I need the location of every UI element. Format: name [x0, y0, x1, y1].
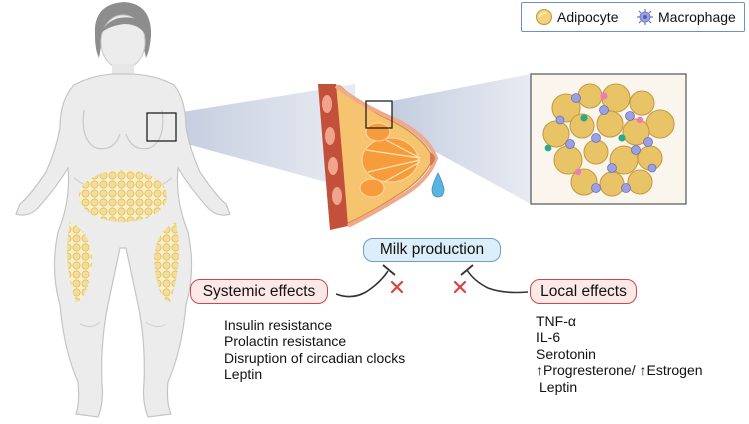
systemic-item: Insulin resistance: [224, 317, 333, 333]
systemic-inhibition-line: [335, 270, 389, 298]
local-item: Leptin: [539, 378, 578, 395]
systemic-effects-list: Insulin resistance Prolactin resistance …: [224, 317, 405, 383]
breast-zoom-box: [365, 100, 393, 129]
local-inhibition-x-icon: [453, 280, 467, 294]
systemic-effects-label: Systemic effects: [190, 279, 328, 304]
human-figure: [15, 2, 231, 418]
systemic-inhibition-x-icon: [390, 280, 404, 294]
macrophage-icon: [637, 9, 653, 25]
systemic-item: Disruption of circadian clocks: [224, 349, 406, 366]
milk-production-label: Milk production: [363, 238, 501, 262]
local-effects-list: TNF-α IL-6 Serotonin ↑Progresterone/ ↑Es…: [536, 313, 703, 395]
local-item: Serotonin: [536, 345, 596, 362]
local-inhibition-line: [466, 269, 529, 294]
legend-adipocyte-label: Adipocyte: [557, 9, 619, 25]
visceral-fat: [79, 170, 167, 222]
left-thigh-fat: [67, 222, 92, 302]
local-item: IL-6: [536, 329, 561, 346]
systemic-item: Leptin: [224, 366, 263, 383]
zoom-beam-breast-to-tissue: [392, 74, 531, 204]
zoom-beam-body-to-breast: [176, 84, 355, 190]
legend: Adipocyte Macrophage: [521, 2, 745, 32]
local-effects-label: Local effects: [530, 279, 637, 304]
right-thigh-fat: [154, 222, 179, 302]
adipose-tissue-panel: [530, 73, 687, 205]
legend-macrophage-label: Macrophage: [658, 9, 736, 25]
milk-droplet-icon: [431, 172, 445, 198]
body-zoom-box: [146, 112, 177, 142]
breast-cross-section: [318, 84, 439, 230]
local-item: TNF-α: [536, 313, 576, 329]
systemic-item: Prolactin resistance: [224, 333, 347, 350]
adipocyte-icon: [535, 8, 553, 26]
local-item: ↑Progresterone/ ↑Estrogen: [536, 362, 703, 379]
